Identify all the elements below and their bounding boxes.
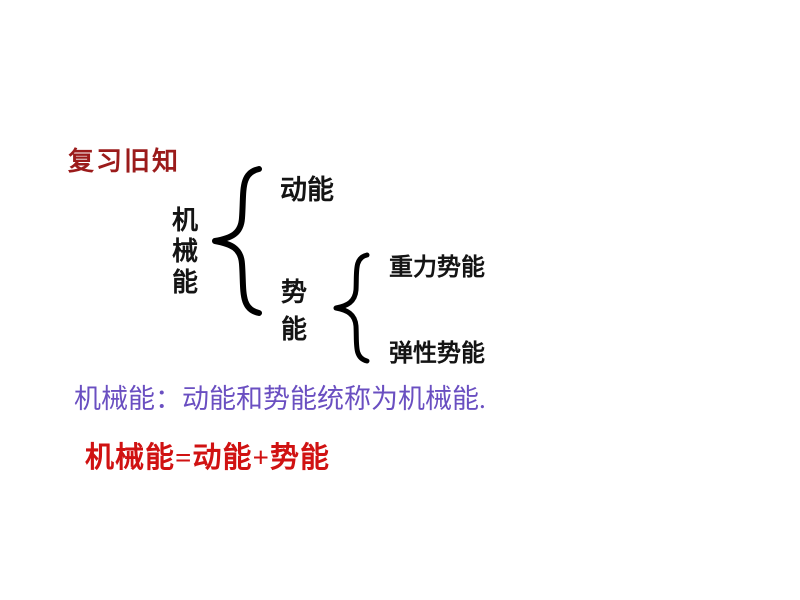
tree-branch-potential-energy: 势能 [280,278,307,344]
definition-text: 机械能：动能和势能统称为机械能. [74,384,486,414]
tree-leaf-gravitational-potential-energy: 重力势能 [389,255,485,281]
slide-title: 复习旧知 [68,147,181,176]
curly-brace-sub [333,252,370,364]
curly-brace-main [212,166,262,316]
tree-leaf-elastic-potential-energy: 弹性势能 [389,341,485,367]
tree-branch-kinetic-energy: 动能 [280,175,334,205]
formula-text: 机械能=动能+势能 [85,442,331,474]
tree-root-mechanical-energy: 机械能 [171,206,198,297]
